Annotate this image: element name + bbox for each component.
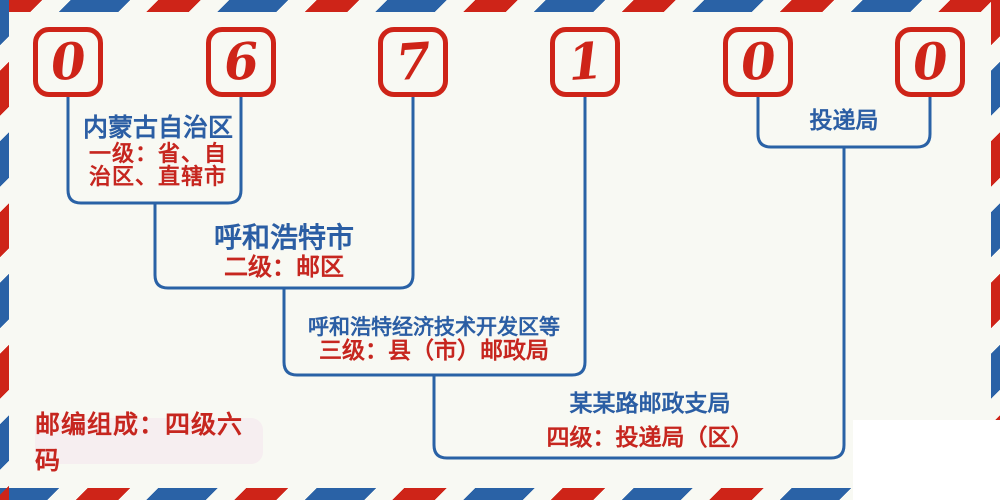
bottom-right-blank-patch — [853, 420, 1000, 500]
envelope-border-left — [0, 0, 9, 500]
bracket-delivery-office — [756, 97, 932, 149]
envelope-border-right — [991, 0, 1000, 500]
digit-box-6: 0 — [895, 27, 965, 97]
digit-box-2: 6 — [206, 27, 276, 97]
delivery-office-label-group: 投递局 — [769, 108, 919, 134]
postal-digit: 1 — [565, 30, 605, 93]
digit-box-4: 1 — [550, 27, 620, 97]
level4-region-name: 某某路邮政支局 — [569, 391, 731, 417]
level4-label-group: 某某路邮政支局 四级：投递局（区） — [500, 391, 800, 451]
postal-digit: 0 — [910, 30, 950, 93]
envelope-border-bottom — [0, 488, 1000, 500]
envelope-border-top — [0, 0, 1000, 12]
level3-label-group: 呼和浩特经济技术开发区等 三级：县（市）邮政局 — [284, 315, 584, 364]
delivery-office-name: 投递局 — [809, 108, 879, 134]
digit-box-3: 7 — [378, 27, 448, 97]
level4-description: 四级：投递局（区） — [546, 425, 754, 451]
level1-region-name: 内蒙古自治区 — [82, 113, 233, 142]
postal-digit: 0 — [738, 30, 778, 93]
digit-box-1: 0 — [33, 27, 103, 97]
level3-description: 三级：县（市）邮政局 — [319, 338, 549, 364]
bracket-level4 — [432, 147, 846, 460]
postal-digit: 6 — [221, 30, 261, 93]
level1-description-line1: 一级：省、自 — [88, 142, 227, 167]
level1-description-line2: 治区、直辖市 — [88, 165, 227, 190]
digit-box-5: 0 — [723, 27, 793, 97]
postal-digit: 0 — [48, 30, 88, 93]
level2-region-name: 呼和浩特市 — [213, 221, 354, 254]
level2-label-group: 呼和浩特市 二级：邮区 — [184, 221, 384, 281]
postal-code-composition-text: 邮编组成：四级六码 — [35, 410, 244, 475]
postal-code-composition-badge: 邮编组成：四级六码 — [35, 410, 263, 475]
level2-description: 二级：邮区 — [224, 253, 344, 281]
level3-region-name: 呼和浩特经济技术开发区等 — [308, 315, 560, 339]
postal-digit: 7 — [393, 30, 433, 93]
level1-label-group: 内蒙古自治区 一级：省、自 治区、直辖市 — [58, 113, 258, 189]
